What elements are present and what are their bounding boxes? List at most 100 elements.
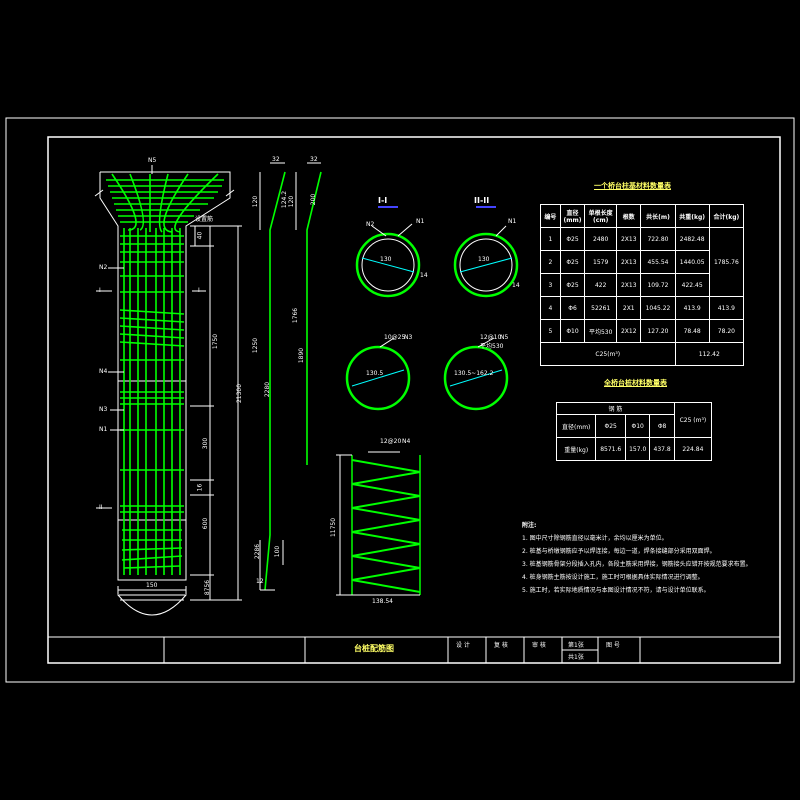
table-row: 3 Φ25 422 2X13 109.72 422.45 — [540, 273, 744, 297]
ring-N5 — [443, 337, 509, 411]
table-cell: 2X13 — [616, 273, 642, 297]
pile-elevation — [94, 171, 235, 616]
dim-total: 21300 — [236, 383, 244, 404]
mark-n4: N4 — [99, 368, 108, 375]
bar-dim-12: 12 — [256, 578, 264, 585]
table-cell: 455.54 — [640, 250, 676, 274]
table-row: 1 Φ25 2480 2X13 722.80 2482.48 1785.76 — [540, 227, 745, 297]
ring-n5: N5 — [500, 334, 509, 341]
tb-fig-no: 图 号 — [606, 642, 620, 649]
table-row: 5 Φ10 平均530 2X12 127.20 78.48 78.20 — [540, 319, 745, 343]
table-cell: 2X13 — [616, 227, 642, 251]
note-line-1: 1. 图中尺寸除钢筋直径以毫米计，余均以厘米为单位。 — [522, 535, 668, 542]
table1-title: 一个桥台柱基材料数量表 — [594, 182, 671, 190]
table-cell: 224.84 — [673, 437, 713, 461]
t2-group: 钢 筋 — [556, 402, 675, 415]
section-ii-label: II-II — [474, 196, 490, 205]
section-I-I — [355, 206, 421, 298]
note-line-3: 3. 桩基钢筋骨架分段插入孔内，各段主筋采用焊接，钢筋接头应错开按规范要求布置。 — [522, 561, 752, 568]
table2-title: 全桥台桩材料数量表 — [604, 379, 667, 387]
ring-top-b: 12@10 — [480, 334, 502, 341]
bar-dim-200: 200 — [310, 193, 318, 206]
dim-600: 600 — [202, 517, 210, 530]
table-cell: 157.0 — [624, 437, 651, 461]
table-cell: 2X1 — [616, 296, 642, 320]
t1-h3: 根数 — [616, 204, 642, 228]
tb-check: 复 核 — [494, 642, 508, 649]
mark-i-right: I — [198, 287, 200, 294]
table-cell: Φ25 — [559, 273, 586, 297]
bar-dim-100: 100 — [274, 545, 282, 558]
bar-dim-32a: 32 — [272, 156, 280, 163]
t1-footer-value: 112.42 — [674, 342, 745, 366]
notes-title: 附注: — [522, 522, 537, 529]
t1-h1: 直径(mm) — [559, 204, 586, 228]
sec-n1b: N1 — [508, 218, 517, 225]
table-row: 2 Φ25 1579 2X13 455.54 1440.05 — [540, 250, 744, 274]
title-block-name: 台桩配筋图 — [354, 644, 394, 653]
bar-dim-1250: 1250 — [252, 337, 260, 354]
tb-sheet: 第1张 — [568, 642, 584, 649]
table-cell: 4 — [540, 296, 561, 320]
bent-bars — [264, 171, 322, 591]
table-cell: 1579 — [584, 250, 618, 274]
mark-n5: N5 — [148, 157, 157, 164]
table-cell: Φ6 — [559, 296, 586, 320]
t2-c25: C25 (m³) — [673, 402, 713, 438]
material-table-1: 编号 直径(mm) 单根长度(cm) 根数 共长(m) 共重(kg) 合计(kg… — [540, 204, 745, 366]
inner-frame — [47, 136, 781, 664]
t1-h4: 共长(m) — [640, 204, 676, 228]
note-line-5: 5. 施工时，若实际地质情况与本图设计情况不符，请与设计单位联系。 — [522, 587, 710, 594]
bar-dim-1890: 1890 — [298, 347, 306, 364]
t1-h6: 合计(kg) — [708, 204, 745, 228]
sec-d130b: 130 — [478, 256, 490, 263]
ring-spiral-b: 130.5~162.2 — [454, 370, 494, 377]
dim-150: 150 — [146, 582, 158, 589]
section-II-II — [453, 206, 519, 298]
t1-h2: 单根长度(cm) — [584, 204, 618, 228]
tb-design: 设 计 — [456, 642, 470, 649]
mark-ii-left: II — [99, 504, 103, 511]
ring-top-c: 平均530 — [480, 343, 504, 350]
mark-i-left: I — [99, 287, 101, 294]
table-cell: 1440.05 — [674, 250, 710, 274]
tb-review: 审 核 — [532, 642, 546, 649]
dim-16: 16 — [196, 483, 204, 492]
table-cell: 422.45 — [674, 273, 710, 297]
spiral-label: N4 — [402, 438, 411, 445]
bar-dim-120b: 120 — [288, 195, 296, 208]
t2-col3: Φ8 — [649, 414, 675, 438]
pile-dimensions — [96, 165, 242, 601]
table-cell: 1785.76 — [708, 227, 745, 297]
outer-frame — [5, 117, 795, 683]
bar-dim-2286: 2286 — [254, 543, 262, 560]
table-cell: 413.9 — [674, 296, 710, 320]
table-cell: 2X13 — [616, 250, 642, 274]
table-cell: 8571.6 — [595, 437, 626, 461]
mark-n1: N1 — [99, 426, 108, 433]
table-cell: Φ25 — [559, 250, 586, 274]
ring-spiral-a: 130.5 — [366, 370, 384, 377]
table-cell: 2 — [540, 250, 561, 274]
table-cell: Φ10 — [559, 319, 586, 343]
t1-footer-label: C25(m³) — [540, 342, 676, 366]
table-cell: 2480 — [584, 227, 618, 251]
note-line-2: 2. 桩基与桥墩钢筋应予以焊连接，每边一道，焊条接缝部分采用双面焊。 — [522, 548, 716, 555]
t2-col1: Φ25 — [595, 414, 626, 438]
table-cell: 109.72 — [640, 273, 676, 297]
dim-8756: 8756 — [204, 579, 212, 596]
dim-1750: 1750 — [212, 333, 220, 350]
bar-dim-124: 124.2 — [281, 190, 289, 209]
table-cell: Φ25 — [559, 227, 586, 251]
bar-dim-32b: 32 — [310, 156, 318, 163]
table-cell: 1045.22 — [640, 296, 676, 320]
t1-h0: 编号 — [540, 204, 561, 228]
mark-top-label: 设置筋 — [195, 216, 214, 223]
ring-N3 — [345, 337, 411, 411]
spiral-height: 11750 — [330, 517, 338, 538]
ring-top-a: 10@25 — [384, 334, 406, 341]
bar-dim-120a: 120 — [252, 195, 260, 208]
bar-dim-2280: 2280 — [264, 381, 272, 398]
table-cell: 127.20 — [640, 319, 676, 343]
